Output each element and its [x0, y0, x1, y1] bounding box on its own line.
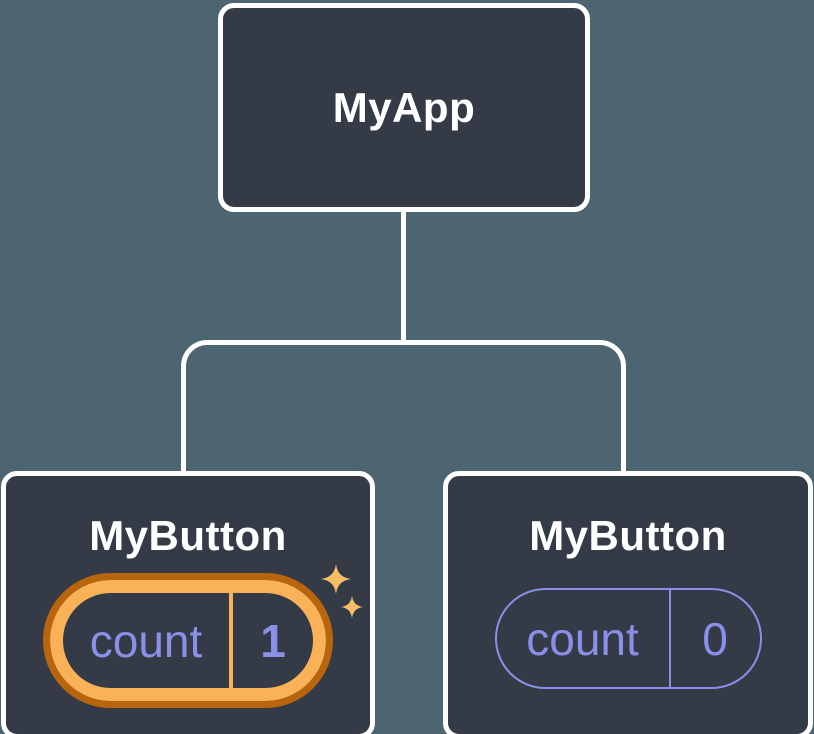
- state-value: 1: [260, 614, 286, 667]
- root-node-label: MyApp: [332, 83, 476, 131]
- connector-root-stem: [401, 211, 406, 343]
- state-pill-highlighted: count 1: [43, 573, 333, 708]
- connector-branch-bracket: [181, 340, 626, 471]
- root-node-myapp: MyApp: [218, 3, 590, 212]
- child-node-mybutton-1: MyButton count 1: [1, 471, 375, 734]
- sparkles-icon: [321, 564, 363, 618]
- child-node-mybutton-2: MyButton count 0: [443, 471, 813, 734]
- state-key: count: [63, 593, 233, 688]
- state-pill: count 0: [494, 588, 762, 689]
- child-node-label: MyButton: [529, 512, 727, 559]
- child-node-label: MyButton: [89, 512, 287, 559]
- state-key: count: [497, 590, 671, 687]
- state-value: 0: [702, 612, 728, 665]
